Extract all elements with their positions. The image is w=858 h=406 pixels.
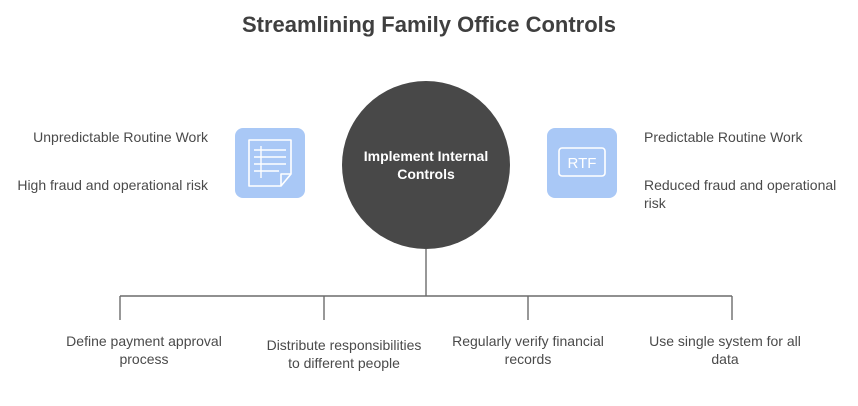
right-label-routine: Predictable Routine Work: [644, 129, 803, 145]
step-distribute-responsibilities: Distribute responsibilities to different…: [266, 337, 422, 371]
step-define-payment: Define payment approval process: [66, 333, 222, 367]
step-verify-records: Regularly verify financial records: [452, 333, 604, 367]
diagram-title: Streamlining Family Office Controls: [241, 12, 617, 37]
right-label-risk: Reduced fraud and operational risk: [644, 177, 837, 211]
step-single-system: Use single system for all data: [649, 333, 801, 367]
center-node-label: Implement Internal Controls: [363, 148, 489, 182]
rtf-icon-text: RTF: [568, 155, 597, 172]
center-node: Implement Internal Controls: [342, 81, 510, 249]
document-icon: [235, 128, 305, 198]
left-label-risk: High fraud and operational risk: [17, 177, 208, 193]
rtf-file-icon: RTF: [547, 128, 617, 198]
left-label-routine: Unpredictable Routine Work: [33, 129, 208, 145]
